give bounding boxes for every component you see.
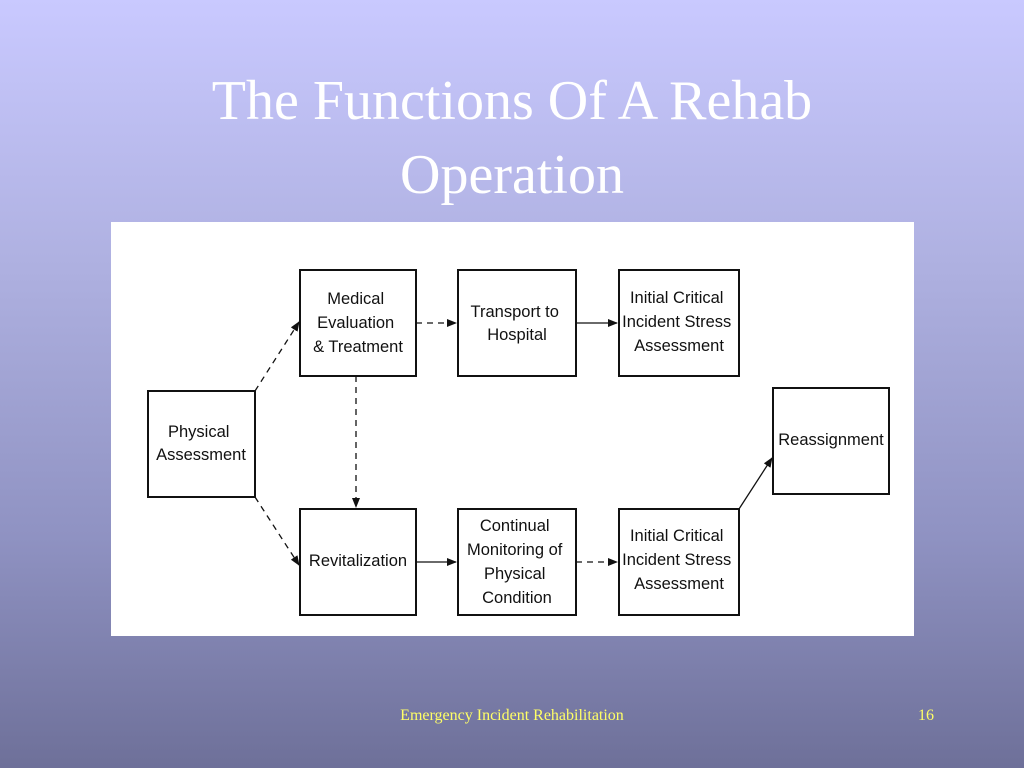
label-line: & Treatment <box>313 338 403 356</box>
footer-title: Emergency Incident Rehabilitation <box>400 707 624 724</box>
slide-number: 16 <box>918 707 934 724</box>
node-icisa-bottom <box>618 508 740 616</box>
label-icisa-top: Initial Critical Incident Stress Assessm… <box>622 289 736 355</box>
flowchart: Physical Assessment Medical Evaluation &… <box>147 269 890 616</box>
label-icisa-bottom: Initial Critical Incident Stress Assessm… <box>622 527 736 593</box>
label-line: Initial Critical <box>630 289 724 307</box>
label-revitalization: Revitalization <box>309 552 407 570</box>
label-line: Medical <box>327 290 384 308</box>
label-line: Physical <box>484 565 545 583</box>
label-line: Continual <box>480 517 550 535</box>
label-continual-monitoring: Continual Monitoring of Physical Conditi… <box>467 517 567 607</box>
label-reassignment: Reassignment <box>778 431 884 449</box>
label-line: Evaluation <box>317 314 394 332</box>
edge-physical-to-revitalization <box>254 496 300 566</box>
node-medical-evaluation <box>299 269 417 377</box>
label-line: Assessment <box>156 446 246 464</box>
slide-title: The Functions Of A Rehab Operation <box>0 64 1024 212</box>
node-reassignment <box>772 387 890 495</box>
label-transport-to-hospital: Transport to Hospital <box>471 303 564 344</box>
label-medical-evaluation: Medical Evaluation & Treatment <box>313 290 403 356</box>
label-line: Assessment <box>634 575 724 593</box>
node-transport-to-hospital <box>457 269 577 377</box>
flowchart-panel: Physical Assessment Medical Evaluation &… <box>111 222 914 636</box>
label-line: Initial Critical <box>630 527 724 545</box>
label-line: Revitalization <box>309 552 407 570</box>
label-line: Incident Stress <box>622 313 731 331</box>
label-line: Incident Stress <box>622 551 731 569</box>
label-physical-assessment: Physical Assessment <box>156 423 246 464</box>
edge-icisa-bottom-to-reassignment <box>738 457 773 510</box>
label-line: Transport to <box>471 303 559 321</box>
slide-title-line-2: Operation <box>400 144 624 206</box>
node-revitalization <box>299 508 417 616</box>
label-line: Condition <box>482 589 552 607</box>
slide-title-line-1: The Functions Of A Rehab <box>211 70 813 132</box>
node-physical-assessment <box>147 390 256 498</box>
label-line: Assessment <box>634 337 724 355</box>
label-line: Physical <box>168 423 229 441</box>
edge-physical-to-medical <box>254 321 300 392</box>
label-line: Monitoring of <box>467 541 563 559</box>
label-line: Reassignment <box>778 431 884 449</box>
node-icisa-top <box>618 269 740 377</box>
label-line: Hospital <box>487 326 547 344</box>
